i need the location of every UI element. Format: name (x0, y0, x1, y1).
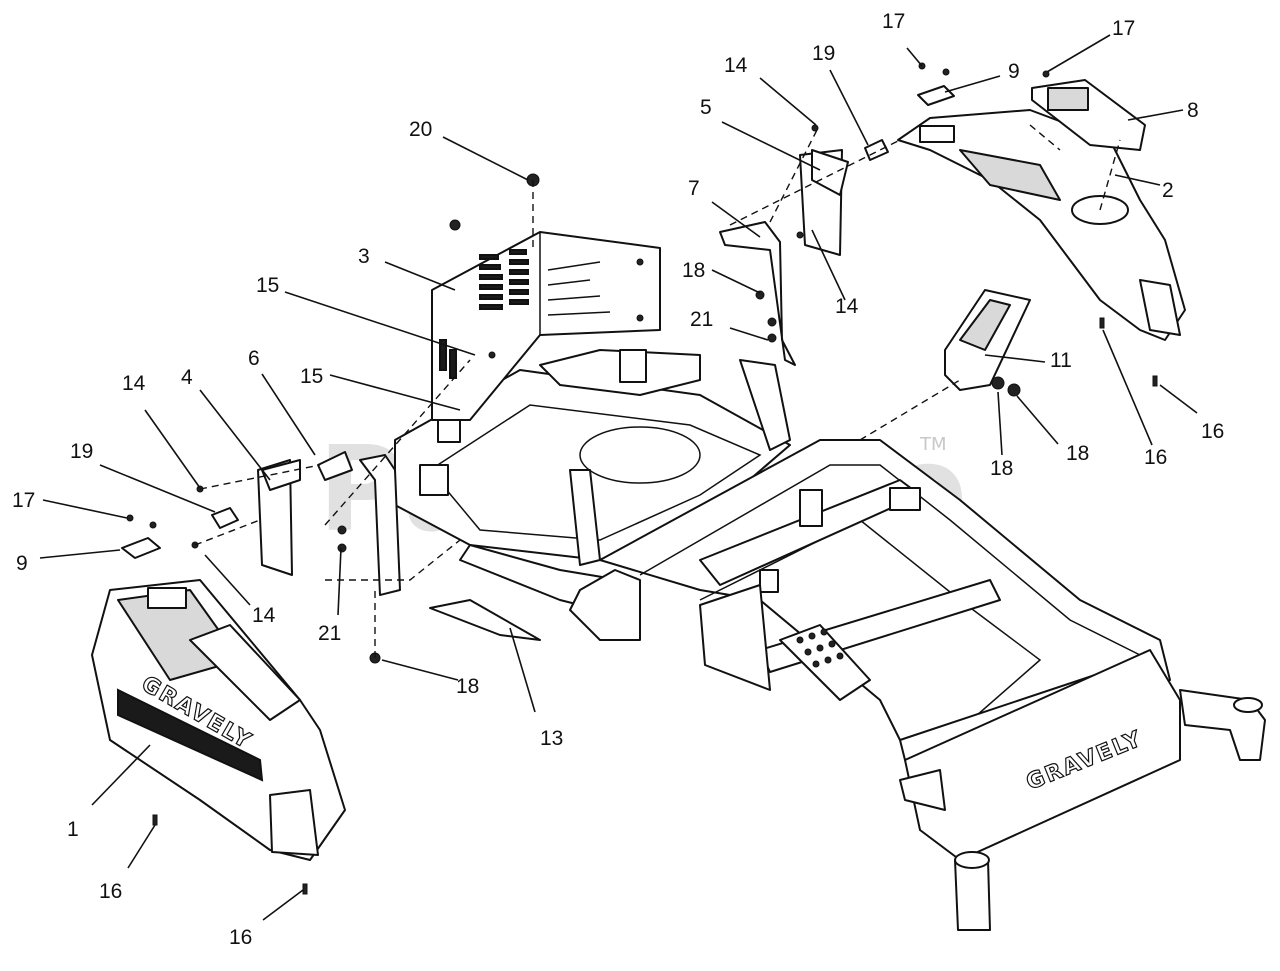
left-control-pod-part-1: GRAVELY (91, 579, 346, 861)
callout-11: 11 (1050, 349, 1072, 372)
callout-6: 6 (248, 347, 260, 370)
bracket-part-5 (799, 149, 849, 256)
callout-16-pod: 16 (99, 880, 122, 903)
bracket-part-7 (719, 221, 796, 366)
watermark-trademark: TM (919, 434, 947, 455)
callout-3: 3 (358, 245, 370, 268)
callout-18-lower: 18 (456, 675, 479, 698)
callout-labels: 1 2 3 4 5 6 7 8 9 9 11 13 14 14 14 14 15… (12, 10, 1224, 949)
callout-14-left: 14 (122, 372, 146, 395)
callout-1: 1 (67, 818, 79, 841)
clip-part-19-left (211, 507, 239, 529)
callout-9-left: 9 (16, 552, 28, 575)
callout-17-left: 17 (12, 489, 35, 512)
callout-21-right: 21 (690, 308, 713, 331)
callout-15-top: 15 (256, 274, 279, 297)
shield-part-13 (429, 599, 541, 641)
callout-5: 5 (700, 96, 712, 119)
assembly-lines (194, 124, 1121, 658)
callout-20: 20 (409, 118, 432, 141)
callout-18-b: 18 (1066, 442, 1089, 465)
console-cover-part-8 (1031, 79, 1146, 151)
callout-14-top: 14 (724, 54, 748, 77)
callout-14-mid: 14 (835, 295, 859, 318)
callout-7: 7 (688, 177, 700, 200)
callout-14-lower: 14 (252, 604, 276, 627)
callout-21-left: 21 (318, 622, 341, 645)
callout-19-right: 19 (812, 42, 835, 65)
bracket-part-6 (317, 451, 353, 481)
callout-17-mid: 17 (882, 10, 905, 33)
callout-16-right-lower: 16 (1144, 446, 1167, 469)
main-frame: GRAVELY (359, 349, 1266, 931)
callout-16-bottom: 16 (229, 926, 252, 949)
hardware (126, 62, 1158, 895)
callout-2: 2 (1162, 179, 1174, 202)
plate-part-9-left (121, 537, 161, 559)
bracket-part-11 (944, 289, 1031, 391)
seat-pan-part-3 (431, 231, 661, 421)
callout-17-right: 17 (1112, 17, 1135, 40)
leader-lines (39, 34, 1198, 921)
callout-8: 8 (1187, 99, 1199, 122)
callout-4: 4 (181, 366, 193, 389)
callout-18-bracket: 18 (682, 259, 705, 282)
callout-9-right: 9 (1008, 60, 1020, 83)
callout-16-right: 16 (1201, 420, 1224, 443)
clip-part-19-right (864, 139, 889, 161)
callout-13: 13 (540, 727, 563, 750)
callout-19-left: 19 (70, 440, 93, 463)
plate-part-9-right (917, 85, 955, 106)
callout-18-a: 18 (990, 457, 1013, 480)
callout-15-mid: 15 (300, 365, 323, 388)
bracket-part-4 (257, 459, 301, 576)
